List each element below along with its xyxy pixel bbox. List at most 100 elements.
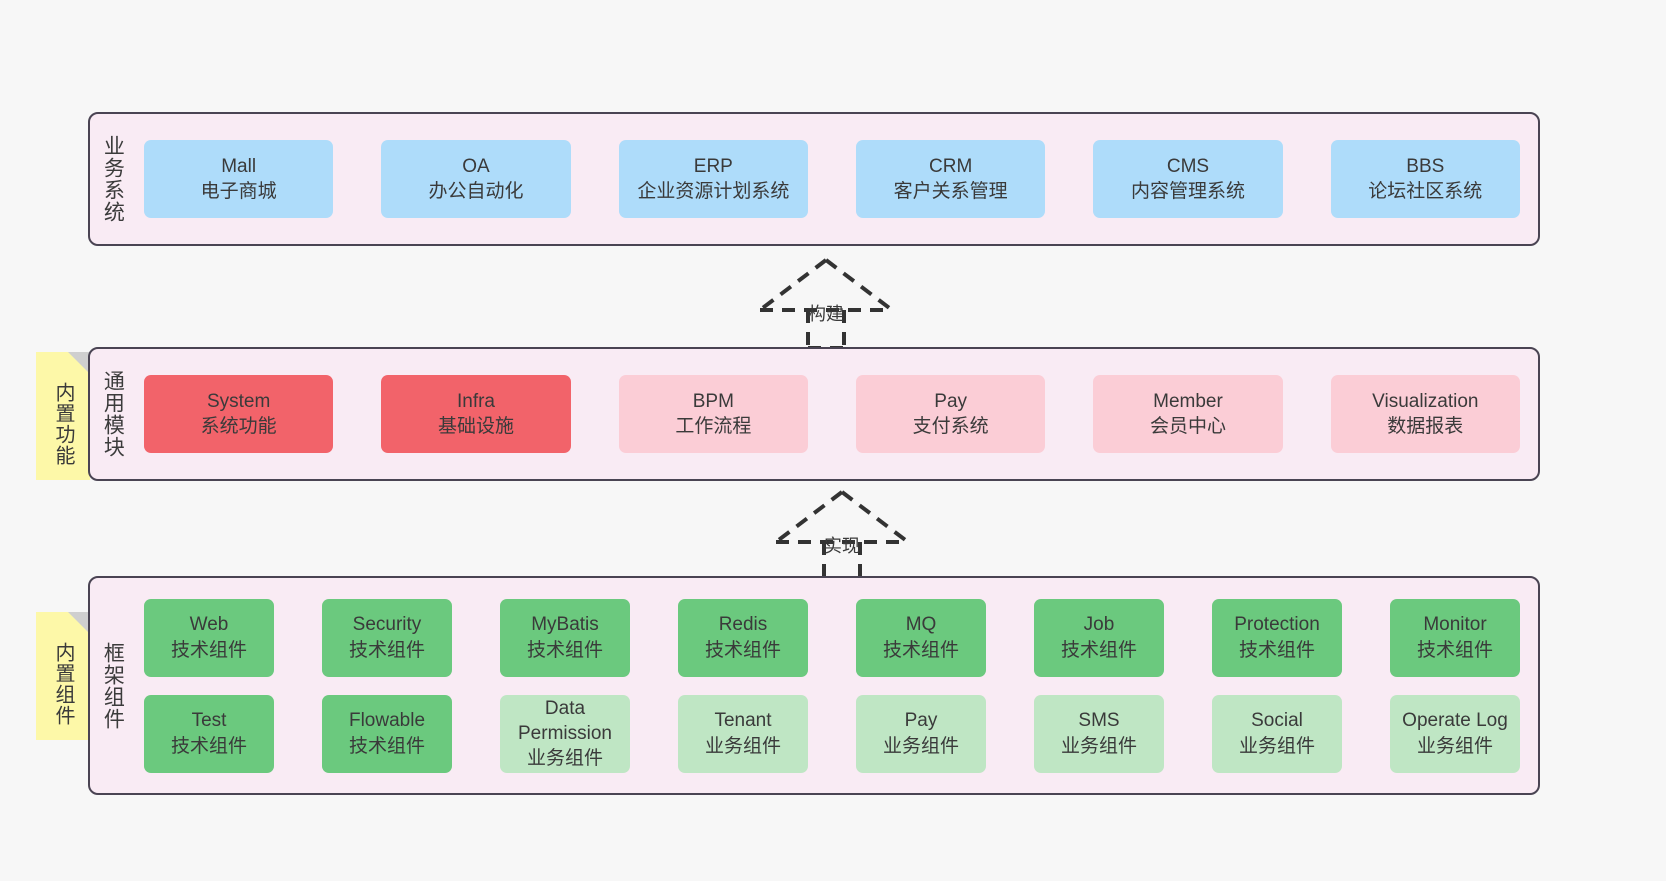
node-bpm[interactable]: BPM 工作流程 (618, 375, 808, 453)
node-label: Security (352, 614, 422, 636)
node-sublabel: 论坛社区系统 (1368, 181, 1483, 202)
layer-framework-components: 框架组件 Web 技术组件 Security 技术组件 MyBatis 技术组件… (88, 576, 1540, 795)
node-mybatis[interactable]: MyBatis 技术组件 (500, 598, 630, 677)
layer-title-common: 通用模块 (101, 370, 125, 458)
node-sublabel: 系统功能 (200, 416, 277, 437)
node-visualization[interactable]: Visualization 数据报表 (1330, 375, 1520, 453)
node-label: BBS (1406, 155, 1445, 177)
node-sublabel: 技术组件 (882, 639, 959, 661)
node-label: System (206, 390, 271, 412)
node-sms[interactable]: SMS 业务组件 (1034, 694, 1164, 773)
node-label: Protection (1234, 614, 1320, 636)
node-sublabel: 会员中心 (1149, 416, 1226, 437)
common-node-row: System 系统功能 Infra 基础设施 BPM 工作流程 Pay 支付系统… (144, 375, 1520, 453)
node-sublabel: 业务组件 (1416, 735, 1493, 757)
node-label: Infra (456, 390, 495, 412)
sticky-note-label: 内置组件 (52, 642, 74, 726)
node-label: MQ (905, 614, 937, 636)
node-label: Mall (221, 155, 257, 177)
node-flowable[interactable]: Flowable 技术组件 (322, 694, 452, 773)
node-job[interactable]: Job 技术组件 (1034, 598, 1164, 677)
node-label: Job (1083, 614, 1115, 636)
node-data-permission[interactable]: Data Permission 业务组件 (500, 694, 630, 773)
node-sublabel: 技术组件 (348, 735, 425, 757)
node-sublabel: 技术组件 (1060, 639, 1137, 661)
node-label: Test (191, 710, 227, 732)
node-sublabel: 技术组件 (170, 639, 247, 661)
sticky-note-builtin-features: 内置功能 (36, 352, 90, 480)
node-label: MyBatis (531, 614, 599, 636)
node-label: Member (1153, 390, 1223, 412)
node-label: Redis (718, 614, 768, 636)
layer-body-framework: Web 技术组件 Security 技术组件 MyBatis 技术组件 Redi… (134, 578, 1538, 793)
connector-build-arrow: 构建 (746, 254, 906, 350)
node-protection[interactable]: Protection 技术组件 (1212, 598, 1342, 677)
node-system[interactable]: System 系统功能 (144, 375, 334, 453)
node-infra[interactable]: Infra 基础设施 (381, 375, 571, 453)
node-monitor[interactable]: Monitor 技术组件 (1390, 598, 1520, 677)
layer-body-business: Mall 电子商城 OA 办公自动化 ERP 企业资源计划系统 CRM 客户关系… (134, 114, 1538, 244)
node-label: BPM (692, 390, 734, 412)
node-sublabel: 技术组件 (526, 639, 603, 661)
node-mall[interactable]: Mall 电子商城 (144, 140, 334, 218)
node-sublabel: 技术组件 (348, 639, 425, 661)
node-sublabel: 技术组件 (704, 639, 781, 661)
connector-implement-label: 实现 (824, 536, 860, 556)
node-cms[interactable]: CMS 内容管理系统 (1093, 140, 1283, 218)
node-pay-component[interactable]: Pay 业务组件 (856, 694, 986, 773)
layer-body-common: System 系统功能 Infra 基础设施 BPM 工作流程 Pay 支付系统… (134, 349, 1538, 479)
node-label: Monitor (1423, 614, 1487, 636)
node-label: SMS (1078, 710, 1120, 732)
node-sublabel: 技术组件 (170, 735, 247, 757)
node-bbs[interactable]: BBS 论坛社区系统 (1330, 140, 1520, 218)
node-label: Data Permission (518, 697, 612, 744)
node-sublabel: 客户关系管理 (893, 181, 1008, 202)
node-social[interactable]: Social 业务组件 (1212, 694, 1342, 773)
node-sublabel: 数据报表 (1387, 416, 1464, 437)
node-label: Social (1251, 710, 1303, 732)
layer-title-business: 业务系统 (101, 135, 125, 223)
layer-common-modules: 通用模块 System 系统功能 Infra 基础设施 BPM 工作流程 Pay… (88, 347, 1540, 481)
node-erp[interactable]: ERP 企业资源计划系统 (618, 140, 808, 218)
node-sublabel: 业务组件 (526, 748, 603, 770)
node-pay-module[interactable]: Pay 支付系统 (855, 375, 1046, 453)
generalization-arrow-icon (774, 490, 910, 582)
node-tenant[interactable]: Tenant 业务组件 (678, 694, 808, 773)
business-node-row: Mall 电子商城 OA 办公自动化 ERP 企业资源计划系统 CRM 客户关系… (144, 140, 1520, 218)
framework-node-row-tech: Web 技术组件 Security 技术组件 MyBatis 技术组件 Redi… (144, 598, 1520, 677)
layer-business-systems: 业务系统 Mall 电子商城 OA 办公自动化 ERP 企业资源计划系统 CRM… (88, 112, 1540, 246)
node-crm[interactable]: CRM 客户关系管理 (855, 140, 1046, 218)
node-sublabel: 内容管理系统 (1130, 181, 1245, 202)
node-oa[interactable]: OA 办公自动化 (381, 140, 571, 218)
node-sublabel: 业务组件 (1060, 735, 1137, 757)
node-sublabel: 工作流程 (675, 416, 752, 437)
connector-implement-arrow: 实现 (762, 486, 922, 582)
node-sublabel: 支付系统 (912, 416, 989, 437)
node-label: OA (462, 155, 490, 177)
node-label: Web (189, 614, 229, 636)
node-sublabel: 企业资源计划系统 (637, 181, 790, 202)
node-sublabel: 电子商城 (200, 181, 277, 202)
node-web[interactable]: Web 技术组件 (144, 598, 274, 677)
node-sublabel: 业务组件 (704, 735, 781, 757)
node-test[interactable]: Test 技术组件 (144, 694, 274, 773)
node-redis[interactable]: Redis 技术组件 (678, 598, 808, 677)
node-sublabel: 技术组件 (1416, 639, 1493, 661)
node-sublabel: 基础设施 (437, 416, 514, 437)
node-security[interactable]: Security 技术组件 (322, 598, 452, 677)
node-mq[interactable]: MQ 技术组件 (856, 598, 986, 677)
node-label: Tenant (714, 710, 772, 732)
sticky-note-label: 内置功能 (52, 382, 74, 466)
node-label: CRM (929, 155, 973, 177)
node-label: Pay (904, 710, 938, 732)
node-sublabel: 业务组件 (1238, 735, 1315, 757)
node-label: CMS (1166, 155, 1210, 177)
node-label: Visualization (1372, 390, 1479, 412)
layer-title-framework: 框架组件 (101, 641, 125, 730)
node-operate-log[interactable]: Operate Log 业务组件 (1390, 694, 1520, 773)
node-label: ERP (693, 155, 733, 177)
node-label: Flowable (348, 710, 426, 732)
node-member[interactable]: Member 会员中心 (1093, 375, 1283, 453)
framework-node-row-business: Test 技术组件 Flowable 技术组件 Data Permission … (144, 694, 1520, 773)
